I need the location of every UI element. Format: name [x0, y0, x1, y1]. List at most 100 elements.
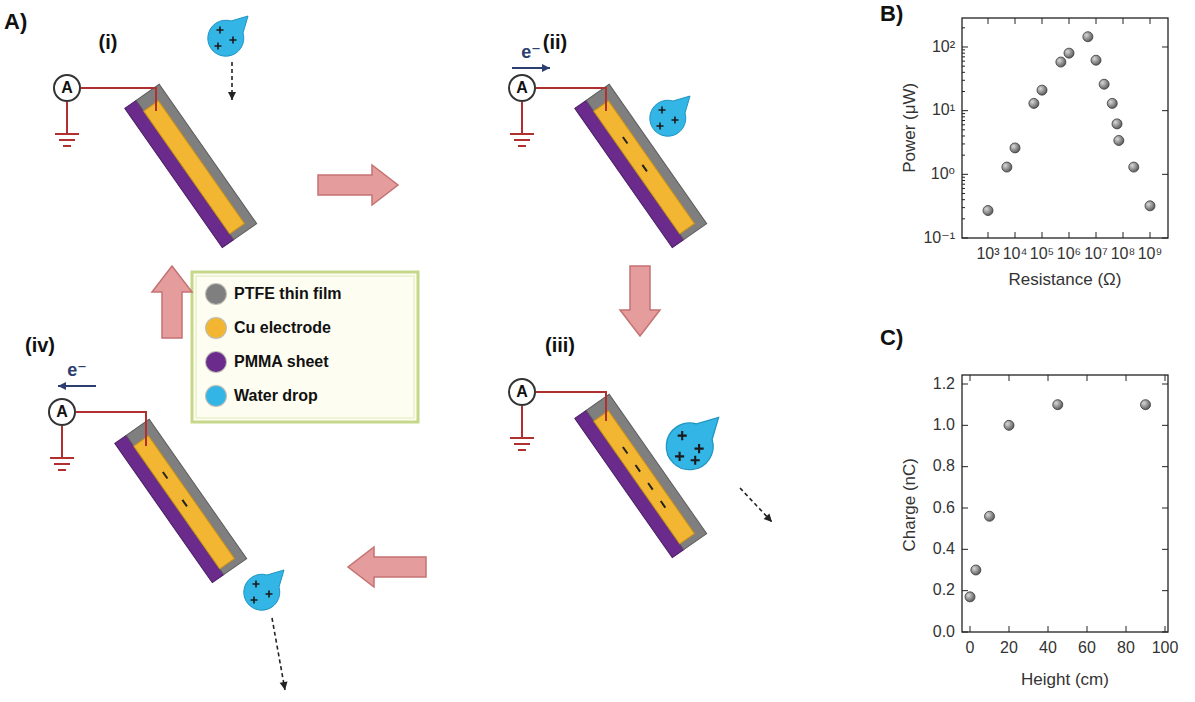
minor-tick: [962, 61, 965, 62]
tick: [1087, 375, 1088, 381]
lead-wire: [536, 392, 606, 421]
tick: [1150, 232, 1151, 238]
data-point: [1114, 135, 1124, 145]
ammeter-symbol: A: [48, 398, 76, 426]
legend-entry: Cu electrode: [206, 318, 331, 338]
tick: [1162, 384, 1168, 385]
minor-tick: [962, 113, 965, 114]
motion-arrow: [272, 618, 285, 690]
tick: [1165, 375, 1166, 381]
ammeter-symbol: A: [508, 74, 536, 102]
minor-tick: [962, 207, 965, 208]
data-point: [1029, 98, 1039, 108]
positive-charge: [691, 456, 700, 465]
tick-label: 10³: [976, 245, 999, 263]
motion-arrowhead: [764, 513, 772, 522]
electron-label: e⁻: [67, 360, 87, 381]
tick: [962, 46, 968, 47]
ptfe-film: [586, 84, 706, 239]
data-point: [971, 565, 981, 575]
tick-label: 80: [1117, 639, 1135, 657]
ptfe-film: [126, 419, 246, 574]
data-point: [1112, 119, 1122, 129]
tick-label: 10⁰: [931, 165, 955, 183]
tick-label: 10⁹: [1138, 245, 1163, 263]
minor-tick: [962, 143, 965, 144]
legend-text: PTFE thin film: [234, 285, 342, 303]
negative-charge: [635, 465, 640, 472]
ammeter-symbol: A: [508, 378, 536, 406]
drop-body: [208, 16, 248, 56]
ground-wire: [66, 102, 68, 134]
minor-tick: [962, 53, 965, 54]
positive-charge: [266, 591, 273, 598]
tick: [1162, 549, 1168, 550]
minor-tick: [962, 91, 965, 92]
stage-number: (iv): [25, 334, 55, 357]
minor-tick: [962, 193, 965, 194]
tick: [962, 549, 968, 550]
minor-tick: [962, 155, 965, 156]
data-point: [1091, 55, 1101, 65]
data-point: [965, 592, 975, 602]
lead-wire: [536, 88, 606, 111]
tick-label: 10²: [932, 38, 955, 56]
legend-swatch: [206, 386, 226, 406]
negative-charge: [661, 501, 666, 508]
data-point: [1002, 162, 1012, 172]
tick-label: 100: [1152, 639, 1179, 657]
tick-label: 10⁻¹: [923, 229, 955, 247]
tick-label: 1.0: [933, 416, 955, 434]
ground-wire: [61, 426, 63, 458]
minor-tick: [962, 188, 965, 189]
panel-letter: C): [880, 325, 903, 350]
ammeter-label: A: [61, 80, 73, 96]
tick: [1162, 466, 1168, 467]
panel-letter: A): [4, 9, 27, 34]
tick: [1123, 18, 1124, 24]
minor-tick: [962, 66, 965, 67]
data-point: [1010, 143, 1020, 153]
tick: [1048, 626, 1049, 632]
tick-label: 0.6: [933, 499, 955, 517]
tick: [1015, 232, 1016, 238]
minor-tick: [962, 56, 965, 57]
axis-title: Power (μW): [900, 83, 920, 173]
panel-letter: B): [880, 1, 903, 26]
ammeter-symbol: A: [53, 74, 81, 102]
minor-tick: [962, 135, 965, 136]
ground-symbol: [514, 443, 530, 445]
legend-text: Water drop: [234, 387, 318, 405]
axis-title: Resistance (Ω): [1009, 270, 1122, 290]
water-drop: [244, 570, 284, 610]
minor-tick: [962, 124, 965, 125]
lead-wire: [76, 412, 146, 446]
minor-tick: [962, 80, 965, 81]
positive-charge: [657, 123, 664, 130]
legend-text: PMMA sheet: [234, 353, 329, 371]
drop-body: [650, 96, 690, 136]
tick: [1150, 18, 1151, 24]
positive-charge: [251, 597, 258, 604]
water-drop: [666, 417, 718, 469]
tick-label: 10⁸: [1111, 245, 1136, 263]
positive-charge: [253, 581, 260, 588]
legend-text: Cu electrode: [234, 319, 331, 337]
tick: [1048, 375, 1049, 381]
positive-charge: [678, 431, 687, 440]
tick: [1126, 626, 1127, 632]
water-drop: [650, 96, 690, 136]
legend-swatch: [206, 318, 226, 338]
tick-label: 40: [1039, 639, 1057, 657]
minor-tick: [962, 120, 965, 121]
tick: [962, 466, 968, 467]
ground-wire: [521, 406, 523, 438]
negative-charge: [623, 447, 628, 454]
ground-symbol: [518, 449, 526, 451]
tick: [1162, 590, 1168, 591]
tick: [962, 425, 968, 426]
tick: [1087, 626, 1088, 632]
tick: [962, 632, 968, 633]
tick: [970, 375, 971, 381]
data-point: [985, 511, 995, 521]
